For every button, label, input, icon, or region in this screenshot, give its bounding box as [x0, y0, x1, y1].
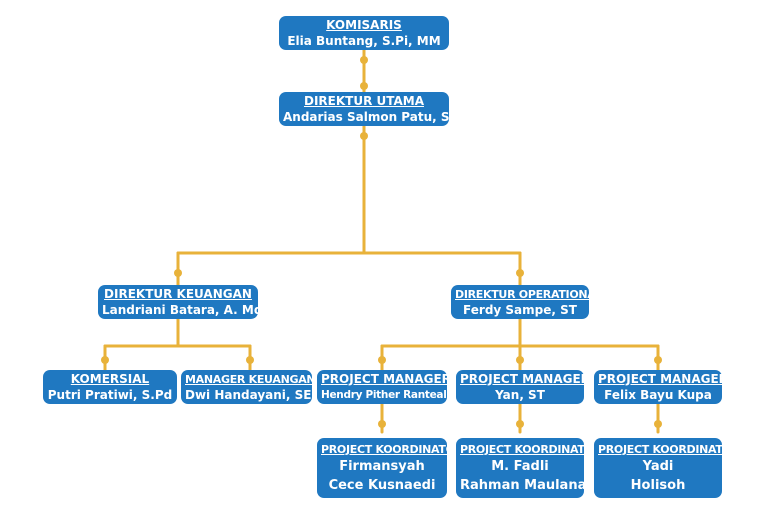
- komersial-title: KOMERSIAL: [70, 371, 150, 386]
- project-manager-3-name: Felix Bayu Kupa: [604, 387, 712, 402]
- connector-dot: [174, 269, 182, 277]
- manager-keuangan-box: MANAGER KEUANGAN Dwi Handayani, SE: [181, 370, 316, 404]
- project-koordinator-1-name-1: Firmansyah: [339, 458, 425, 474]
- project-manager-2-box: PROJECT MANAGER Yan, ST: [456, 370, 590, 404]
- connector-dot: [516, 269, 524, 277]
- project-manager-1-box: PROJECT MANAGER Hendry Pither Ranteallo …: [317, 370, 475, 404]
- project-manager-1-title: PROJECT MANAGER: [321, 371, 451, 386]
- direktur-utama-name: Andarias Salmon Patu, ST: [283, 109, 458, 124]
- direktur-operational-name: Ferdy Sampe, ST: [463, 302, 577, 317]
- project-koordinator-1-box: PROJECT KOORDINATOR Firmansyah Cece Kusn…: [317, 438, 463, 498]
- direktur-operational-box: DIREKTUR OPERATIONAL Ferdy Sampe, ST: [451, 285, 603, 319]
- komersial-name: Putri Pratiwi, S.Pd: [47, 387, 173, 402]
- connector-dot: [360, 82, 368, 90]
- direktur-keuangan-title: DIREKTUR KEUANGAN: [104, 286, 252, 301]
- komisaris-box: KOMISARIS Elia Buntang, S.Pi, MM: [279, 16, 449, 50]
- project-manager-3-box: PROJECT MANAGER Felix Bayu Kupa: [594, 370, 728, 404]
- project-manager-3-title: PROJECT MANAGER: [598, 371, 728, 386]
- project-koordinator-2-box: PROJECT KOORDINATOR M. Fadli Rahman Maul…: [456, 438, 602, 498]
- direktur-utama-box: DIREKTUR UTAMA Andarias Salmon Patu, ST: [279, 92, 458, 126]
- connector-dot: [360, 132, 368, 140]
- project-manager-2-title: PROJECT MANAGER: [460, 371, 590, 386]
- komisaris-title: KOMISARIS: [326, 17, 402, 32]
- manager-keuangan-title: MANAGER KEUANGAN: [185, 372, 316, 386]
- project-koordinator-1-name-2: Cece Kusnaedi: [328, 477, 436, 493]
- connector-dot: [360, 56, 368, 64]
- project-manager-2-name: Yan, ST: [495, 387, 545, 402]
- project-koordinator-3-name-1: Yadi: [642, 458, 674, 474]
- connector-dot: [516, 420, 524, 428]
- project-koordinator-2-name-2: Rahman Maulana: [460, 477, 587, 493]
- connector-dot: [378, 420, 386, 428]
- komisaris-name: Elia Buntang, S.Pi, MM: [287, 33, 441, 48]
- connector-dot: [378, 356, 386, 364]
- direktur-operational-title: DIREKTUR OPERATIONAL: [455, 287, 603, 301]
- manager-keuangan-name: Dwi Handayani, SE: [185, 387, 312, 402]
- connector-dot: [516, 356, 524, 364]
- project-koordinator-1-title: PROJECT KOORDINATOR: [321, 442, 463, 456]
- connector-dot: [654, 356, 662, 364]
- direktur-keuangan-box: DIREKTUR KEUANGAN Landriani Batara, A. M…: [98, 285, 263, 319]
- connector-dot: [101, 356, 109, 364]
- project-koordinator-2-name-1: M. Fadli: [491, 458, 549, 474]
- direktur-utama-title: DIREKTUR UTAMA: [303, 93, 425, 108]
- project-koordinator-3-box: PROJECT KOORDINATOR Yadi Holisoh: [594, 438, 740, 498]
- project-koordinator-2-title: PROJECT KOORDINATOR: [460, 442, 602, 456]
- direktur-keuangan-name: Landriani Batara, A. Md: [102, 302, 263, 317]
- project-manager-1-name: Hendry Pither Ranteallo ST: [321, 388, 475, 401]
- project-koordinator-3-name-2: Holisoh: [630, 477, 686, 493]
- connector-dot: [654, 420, 662, 428]
- komersial-box: KOMERSIAL Putri Pratiwi, S.Pd: [43, 370, 177, 404]
- project-koordinator-3-title: PROJECT KOORDINATOR: [598, 442, 740, 456]
- connector-dot: [246, 356, 254, 364]
